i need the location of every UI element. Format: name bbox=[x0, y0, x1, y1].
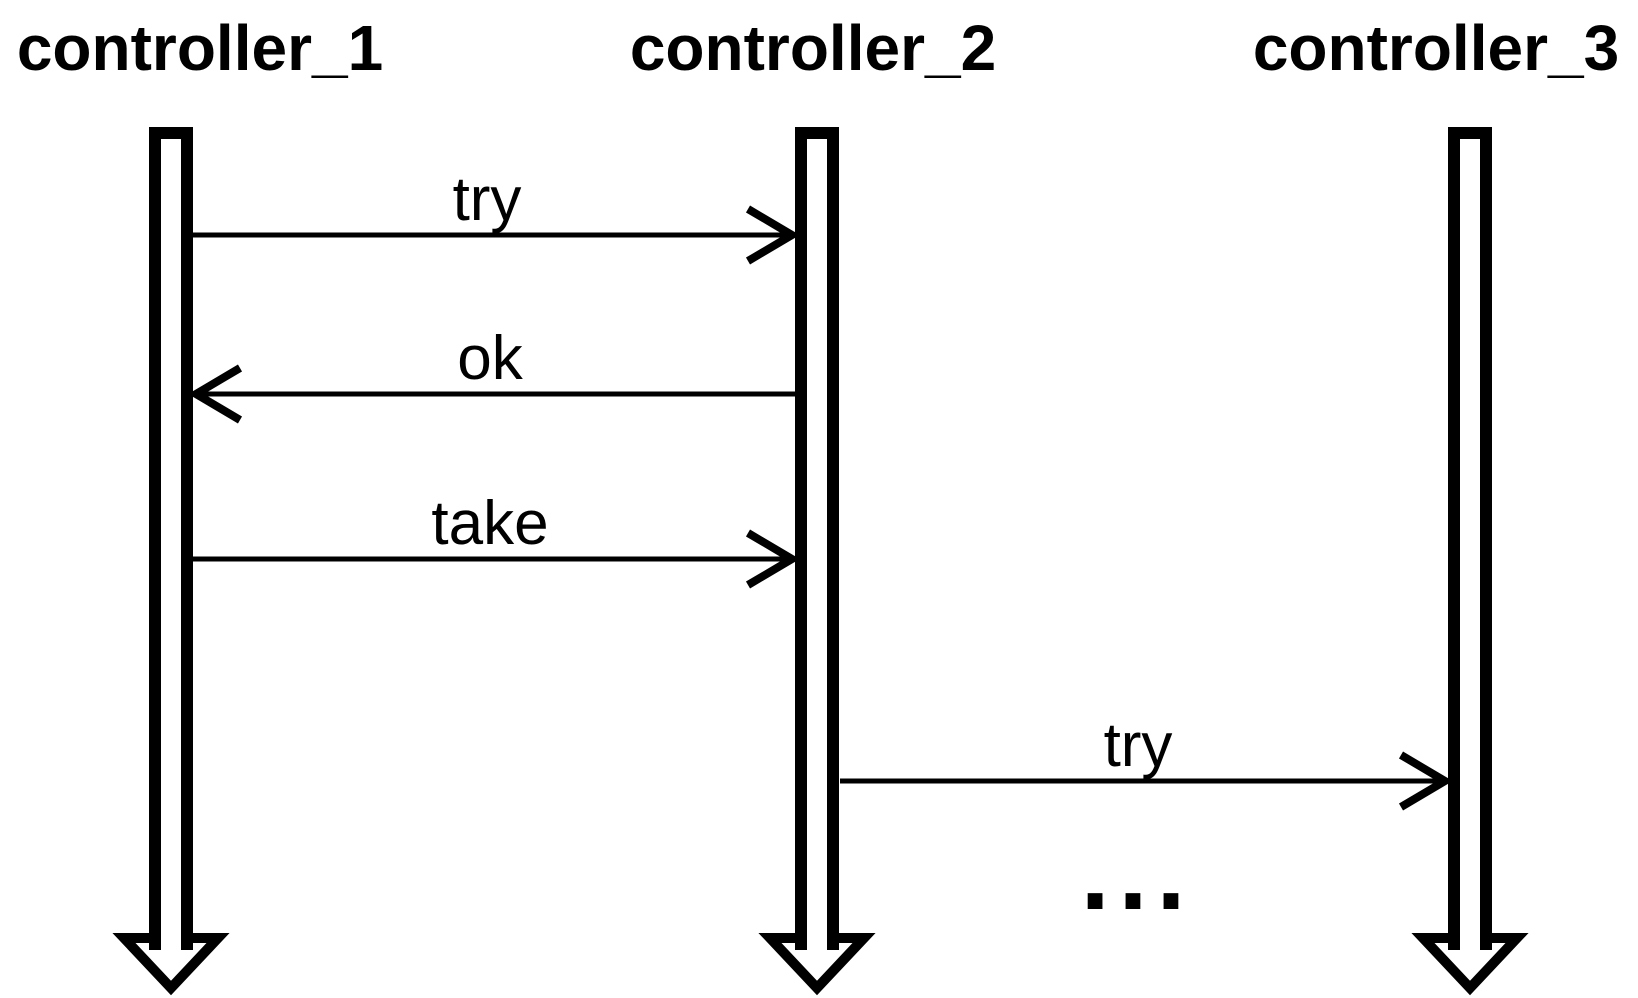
message-arrow-try-2 bbox=[840, 751, 1453, 811]
message-label-try-1: try bbox=[452, 165, 522, 234]
lifeline-bar-controller-2 bbox=[758, 127, 876, 996]
lifeline-label-controller-3: controller_3 bbox=[1252, 12, 1620, 84]
lifeline-bar-controller-1 bbox=[112, 127, 230, 996]
message-arrow-ok bbox=[188, 364, 796, 424]
message-label-try-2: try bbox=[1103, 711, 1173, 780]
lifeline-label-controller-1: controller_1 bbox=[16, 12, 384, 84]
lifeline-label-controller-2: controller_2 bbox=[629, 12, 997, 84]
ellipsis-label: ... bbox=[1079, 831, 1193, 929]
message-arrow-try-1 bbox=[193, 205, 800, 265]
message-label-take: take bbox=[431, 489, 549, 558]
message-arrow-take bbox=[193, 529, 800, 589]
lifeline-bar-controller-3 bbox=[1411, 127, 1529, 996]
message-label-ok: ok bbox=[457, 324, 523, 393]
